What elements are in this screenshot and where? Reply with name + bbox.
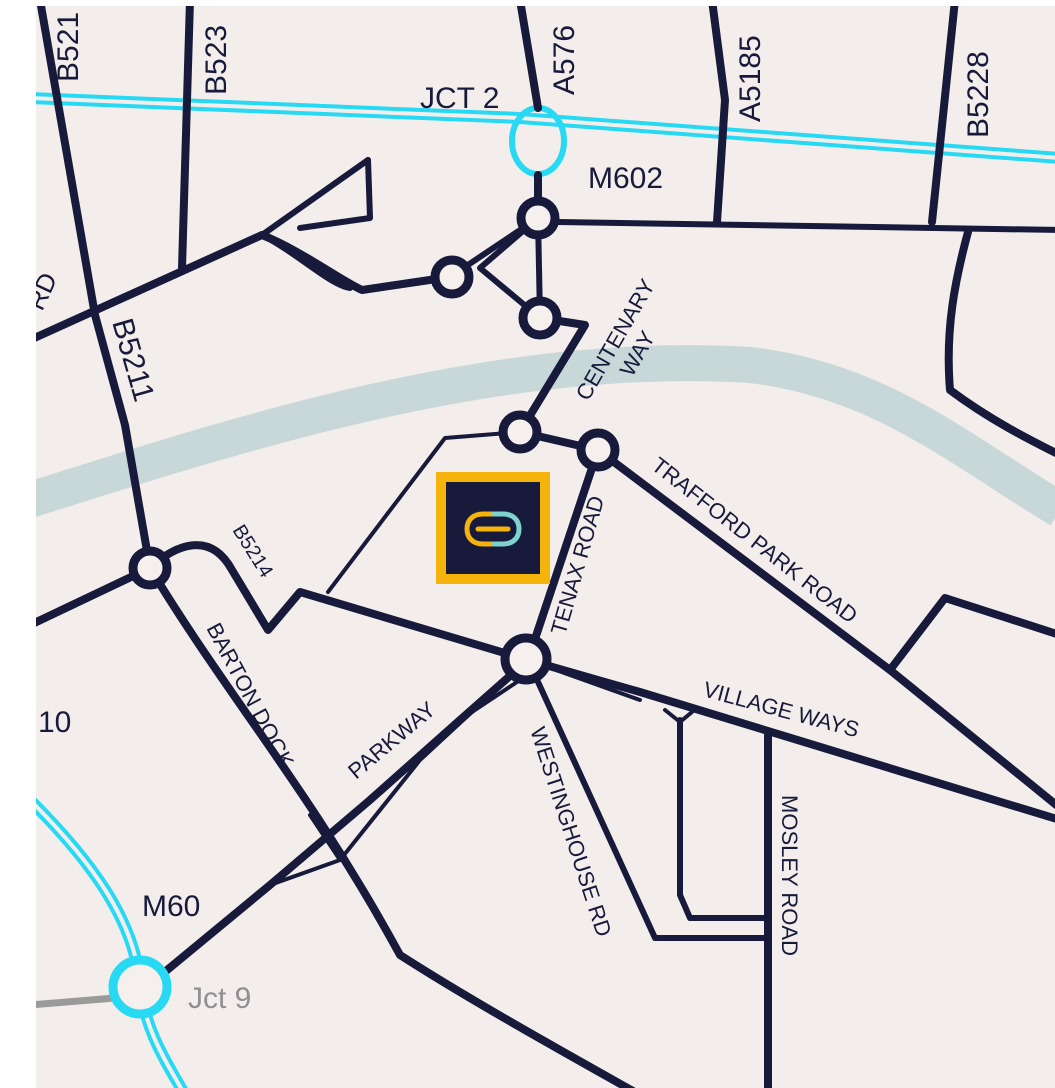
link-logo-icon [464, 511, 522, 547]
label-a576: A576 [548, 25, 581, 95]
location-marker[interactable] [436, 472, 550, 584]
label-b523: B523 [200, 25, 233, 95]
grey-road [36, 994, 116, 1009]
roundabouts [128, 196, 620, 685]
label-b521: B521 [52, 12, 85, 82]
label-m60: M60 [142, 890, 200, 923]
label-jct10-partial: 10 [38, 706, 71, 739]
label-b5228: B5228 [962, 51, 995, 138]
label-jct9: Jct 9 [188, 982, 251, 1015]
label-jct2: JCT 2 [420, 82, 499, 115]
junction-9-roundabout [108, 955, 172, 1019]
road-network [36, 6, 1055, 1088]
label-mosley-road: MOSLEY ROAD [777, 795, 802, 956]
label-a5185: A5185 [734, 35, 767, 122]
river [36, 345, 1055, 526]
label-m602: M602 [588, 162, 663, 195]
